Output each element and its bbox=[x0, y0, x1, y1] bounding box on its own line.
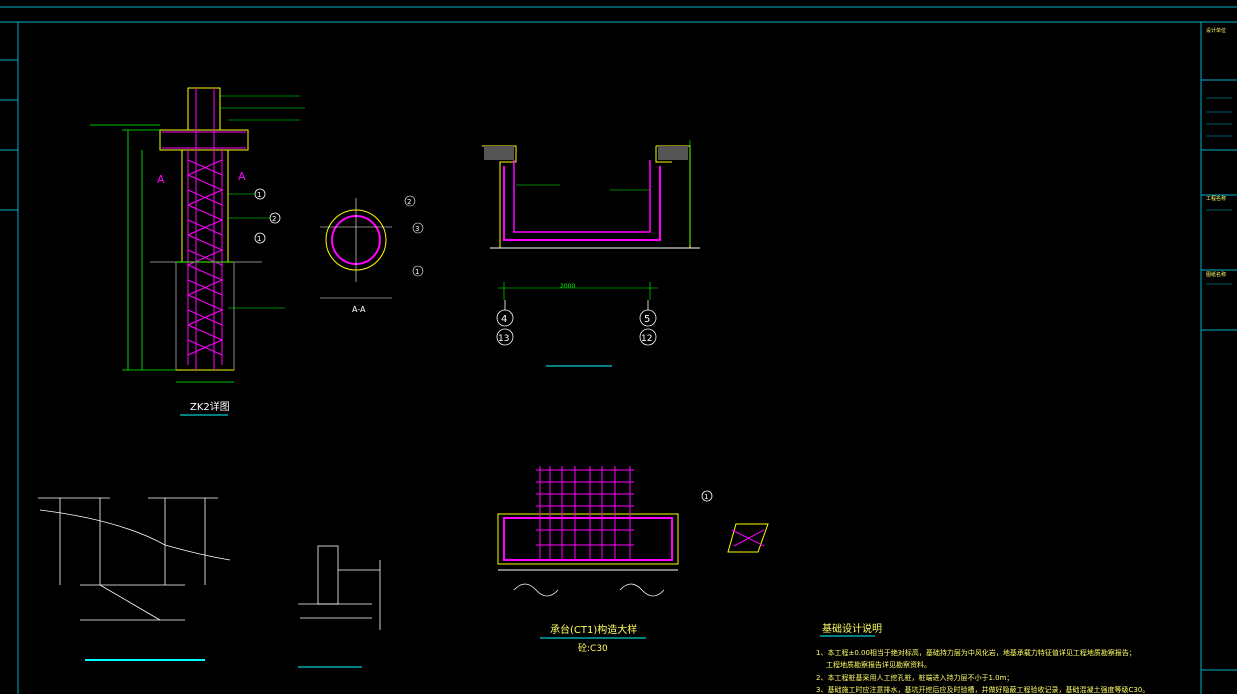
section-a-left-label: A bbox=[157, 173, 165, 186]
note-3: 3、基础施工时应注意排水，基坑开挖后应及时验槽，并做好隐蔽工程验收记录，基础混凝… bbox=[816, 685, 1149, 694]
title-block-project-name: 工程名称 bbox=[1206, 195, 1226, 202]
title-block-drawing-name: 图纸名称 bbox=[1206, 271, 1226, 278]
axis-bubble-13: 13 bbox=[498, 334, 509, 344]
axis-bubble-12: 12 bbox=[641, 334, 652, 344]
axis-bubble-4: 4 bbox=[501, 314, 507, 325]
beam-dim-width: 2000 bbox=[560, 283, 575, 290]
aa-callout-1: 1 bbox=[415, 268, 419, 276]
zk2-callout-1b: 1 bbox=[257, 235, 261, 243]
ct1-title: 承台(CT1)构造大样 bbox=[550, 623, 637, 636]
section-aa-title: A-A bbox=[352, 305, 366, 314]
aa-callout-2: 2 bbox=[407, 198, 411, 206]
notes-title: 基础设计说明 bbox=[822, 622, 882, 635]
note-1: 1、本工程±0.00相当于绝对标高，基础持力层为中风化岩，地基承载力特征值详见工… bbox=[816, 648, 1136, 657]
zk2-callout-2: 2 bbox=[272, 215, 276, 223]
axis-bubble-5: 5 bbox=[644, 314, 650, 325]
drawing-frame bbox=[0, 6, 1237, 694]
ct1-callout-1: 1 bbox=[704, 493, 708, 501]
ground-beam-section: 2000 4 13 5 12 bbox=[482, 140, 700, 367]
foundation-notes: 基础设计说明 1、本工程±0.00相当于绝对标高，基础持力层为中风化岩，地基承载… bbox=[816, 622, 1149, 694]
title-block: 设计单位 工程名称 图纸名称 bbox=[1206, 27, 1232, 285]
ct1-concrete-grade: 砼:C30 bbox=[578, 642, 608, 654]
section-a-right-label: A bbox=[238, 170, 246, 183]
note-2: 2、本工程桩基采用人工挖孔桩，桩端进入持力层不小于1.0m； bbox=[816, 673, 1013, 682]
zk2-callout-1: 1 bbox=[257, 191, 261, 199]
zk2-pile-detail: A A 1 2 1 ZK2详图 bbox=[90, 87, 305, 416]
section-aa-detail: 2 3 1 A-A bbox=[320, 195, 424, 314]
column-elevation-detail bbox=[298, 545, 381, 668]
zk2-title: ZK2详图 bbox=[190, 400, 230, 413]
excavation-slope-detail bbox=[38, 497, 231, 661]
ct1-pile-cap-detail: 1 承台(CT1)构造大样 砼:C30 bbox=[497, 466, 769, 654]
aa-callout-3: 3 bbox=[415, 225, 419, 233]
note-1b: 工程地质勘察报告详见勘察资料。 bbox=[826, 660, 931, 669]
title-block-design-unit: 设计单位 bbox=[1206, 27, 1226, 34]
